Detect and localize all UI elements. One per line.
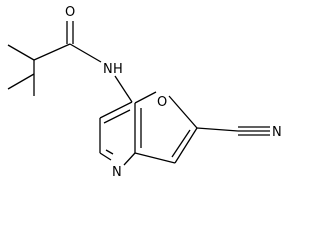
bond-c7-c6 <box>99 101 133 119</box>
bond-c3-c3a <box>134 152 176 164</box>
bond-carbonyl-to-nh <box>69 43 102 63</box>
bond-nh-to-ring <box>114 75 133 103</box>
bond-o1-c2 <box>168 95 198 129</box>
bond-c5-n4-inner <box>105 149 114 155</box>
furan-oxygen-label: O <box>157 95 167 110</box>
bond-c2-c3-inner <box>171 129 191 158</box>
bond-c7a-o1 <box>134 91 157 104</box>
bond-c2-c3 <box>174 127 198 164</box>
pyridine-ring: N <box>99 101 142 180</box>
chemical-structure-diagram: O N H N O N <box>7 5 282 180</box>
furan-ring: O <box>134 91 198 164</box>
bond-n4-c3a <box>123 152 136 166</box>
tert-butyl-group <box>7 43 71 96</box>
bond-tbutyl-methyl-lower-left <box>7 73 35 90</box>
amide-hydrogen-label: H <box>113 62 123 77</box>
bond-tbutyl-to-carbonyl <box>33 43 71 61</box>
bond-c2-nitrile-carbon <box>196 127 239 132</box>
amide-group: O N H <box>65 5 133 103</box>
bond-tbutyl-methyl-upper-left <box>7 44 35 61</box>
nitrile-nitrogen-label: N <box>272 125 282 140</box>
nitrile-group: N <box>196 125 282 140</box>
carbonyl-oxygen-label: O <box>65 5 75 20</box>
bond-c5-n4 <box>99 152 112 161</box>
bond-c7-c6-inner <box>103 109 131 124</box>
amide-nitrogen-label: N <box>103 62 113 77</box>
pyridine-nitrogen-label: N <box>112 165 122 180</box>
